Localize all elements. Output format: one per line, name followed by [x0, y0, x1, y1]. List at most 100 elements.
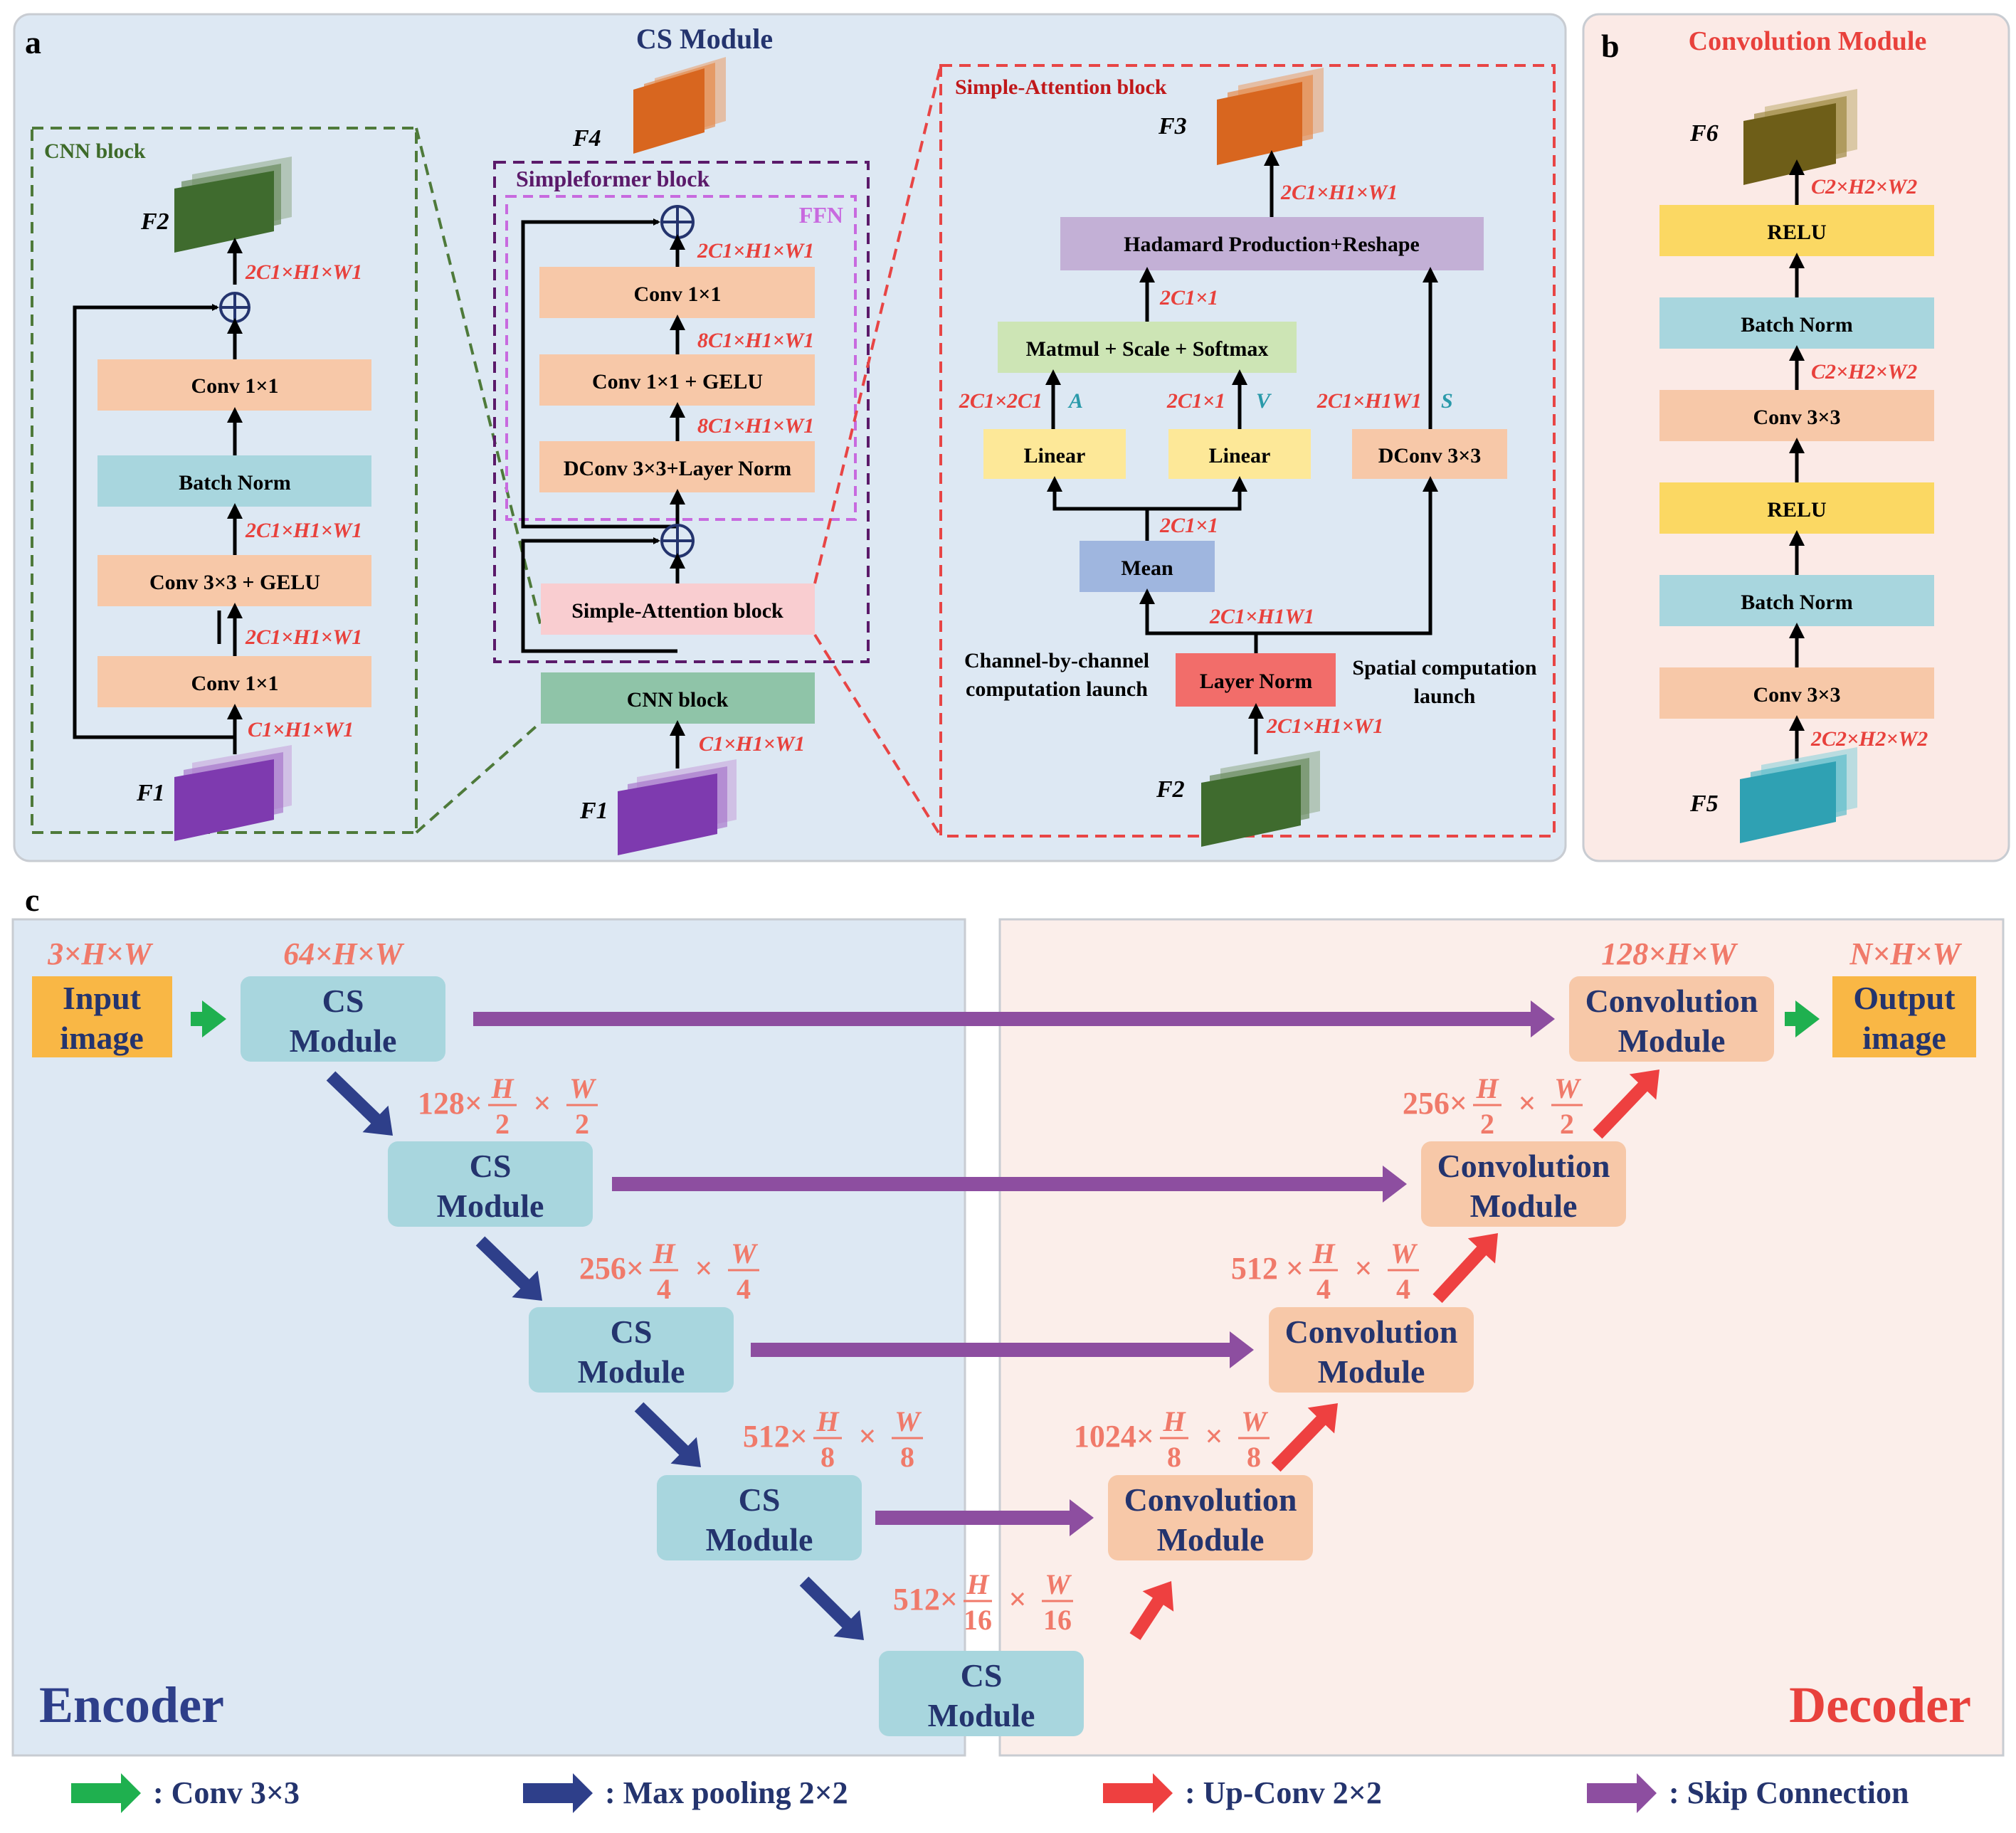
layer-norm-label: Layer Norm — [1200, 670, 1313, 693]
relu-top-label: RELU — [1767, 221, 1826, 244]
convolution-module-line1: Convolution — [1285, 1314, 1458, 1350]
legend-upconv-arrow — [1103, 1773, 1173, 1813]
cs-module-box — [879, 1651, 1084, 1736]
upconv-arrow-1 — [1129, 1581, 1174, 1640]
layer-norm-box — [1176, 653, 1336, 707]
legend-conv-label: : Conv 3×3 — [153, 1775, 300, 1810]
input-image-box[interactable] — [32, 976, 172, 1057]
encoder-label: Encoder — [39, 1676, 224, 1733]
attention-dim-2c1h1w1: 2C1×H1W1 — [1316, 389, 1422, 413]
dim-w-denominator: 2 — [575, 1108, 589, 1140]
cnn-dim-top: 2C1×H1×W1 — [245, 260, 362, 284]
attention-dim-in: 2C1×H1×W1 — [1266, 714, 1383, 738]
dim-w-denominator: 4 — [737, 1273, 751, 1305]
dim-h-denominator: 4 — [1316, 1273, 1331, 1305]
convolution-module-box — [1108, 1475, 1313, 1560]
f3-label: F3 — [1158, 113, 1187, 139]
attention-dim-ln-out: 2C1×H1W1 — [1209, 605, 1314, 628]
dim-h-denominator: 8 — [1167, 1441, 1181, 1473]
linear-a-box — [983, 429, 1126, 479]
cnn-dim-mid: 2C1×H1×W1 — [245, 519, 362, 542]
convolution-module-line1: Convolution — [1585, 983, 1758, 1019]
relu-bottom-box — [1659, 482, 1934, 534]
batch-norm-top-label: Batch Norm — [1741, 313, 1852, 337]
enc-dim-5: 512×H16×W16 — [893, 1568, 1073, 1636]
f1-label-cs: F1 — [579, 798, 608, 824]
conv-module-dim-out: C2×H2×W2 — [1811, 175, 1917, 199]
conv-arrow-in — [191, 1000, 226, 1037]
f2-feature-map-cnn — [174, 157, 292, 253]
f1-feature-map-cs — [618, 759, 737, 855]
conv-module-dim-mid: C2×H2×W2 — [1811, 360, 1917, 384]
cs-module-box — [529, 1307, 734, 1393]
convolution-module-line1: Convolution — [1437, 1148, 1610, 1184]
dim-w-denominator: 16 — [1043, 1604, 1072, 1636]
linear-v-label: Linear — [1209, 444, 1271, 468]
cs-module-line2: Module — [928, 1697, 1035, 1733]
cnn-block-frame — [31, 127, 418, 834]
legend-skip-label: : Skip Connection — [1669, 1775, 1909, 1810]
cnn-dim-in: C1×H1×W1 — [248, 718, 354, 741]
ffn-dim-out: 2C1×H1×W1 — [697, 239, 814, 263]
mean-box — [1080, 541, 1215, 592]
ffn-label: FFN — [799, 202, 843, 228]
legend: : Conv 3×3 : Max pooling 2×2 : Up-Conv 2… — [71, 1773, 1909, 1813]
f5-feature-map — [1740, 747, 1857, 843]
legend-upconv-label: : Up-Conv 2×2 — [1185, 1775, 1382, 1810]
cs-module-line1: CS — [611, 1314, 653, 1350]
dim-w-numerator: W — [1045, 1568, 1072, 1600]
dim-h-numerator: H — [816, 1405, 840, 1437]
maxpool-arrow-1 — [326, 1071, 393, 1136]
simple-attention-box — [541, 583, 815, 635]
cs-module-box — [241, 976, 445, 1062]
dim-w-denominator: 2 — [1560, 1108, 1574, 1140]
spatial-launch-line1: Spatial computation — [1352, 656, 1537, 680]
dim-w-numerator: W — [731, 1237, 758, 1269]
cs-cnn-block-label: CNN block — [627, 688, 729, 712]
ffn-dim-8c-b: 8C1×H1×W1 — [697, 414, 814, 438]
ffn-conv1x1-gelu — [539, 354, 815, 406]
maxpool-arrow-2 — [475, 1236, 542, 1301]
convolution-module-box — [1569, 976, 1774, 1062]
conv-arrow-out — [1785, 1000, 1820, 1037]
ffn-conv1x1 — [539, 267, 815, 318]
cnn-conv1x1-top — [97, 359, 371, 411]
dim-h-numerator: H — [490, 1072, 514, 1104]
mean-label: Mean — [1121, 556, 1173, 580]
conv-bottom-label: Conv 3×3 — [1753, 683, 1841, 707]
input-image-line2: image — [60, 1020, 144, 1056]
dim-h-denominator: 2 — [495, 1108, 510, 1140]
dim-w-denominator: 4 — [1396, 1273, 1410, 1305]
ffn-frame — [505, 195, 857, 521]
f1-label-cnn: F1 — [136, 780, 165, 806]
simpleformer-frame — [493, 161, 870, 663]
conv-module-dim-in: 2C2×H2×W2 — [1810, 727, 1928, 751]
cs-module-title: CS Module — [636, 23, 773, 55]
dec-dim-3: 512 ×H4×W4 — [1231, 1237, 1419, 1305]
attention-dim-2c1x1-top: 2C1×1 — [1159, 286, 1218, 310]
dim-w-numerator: W — [569, 1072, 596, 1104]
cs-module-line2: Module — [437, 1188, 544, 1224]
relu-top-box — [1659, 205, 1934, 256]
dim-prefix: 256× — [579, 1251, 644, 1286]
dim-w-numerator: W — [1390, 1237, 1418, 1269]
linear-v-box — [1168, 429, 1311, 479]
channel-launch-line1: Channel-by-channel — [964, 649, 1149, 672]
skip-arrow-3 — [751, 1331, 1254, 1368]
output-image-line1: Output — [1853, 980, 1956, 1016]
cs-module-line1: CS — [322, 983, 364, 1019]
output-image-box[interactable] — [1832, 976, 1976, 1057]
dim-w-denominator: 8 — [900, 1441, 914, 1473]
dim-w-numerator: W — [894, 1405, 922, 1437]
cs-dim-in: C1×H1×W1 — [699, 732, 805, 756]
